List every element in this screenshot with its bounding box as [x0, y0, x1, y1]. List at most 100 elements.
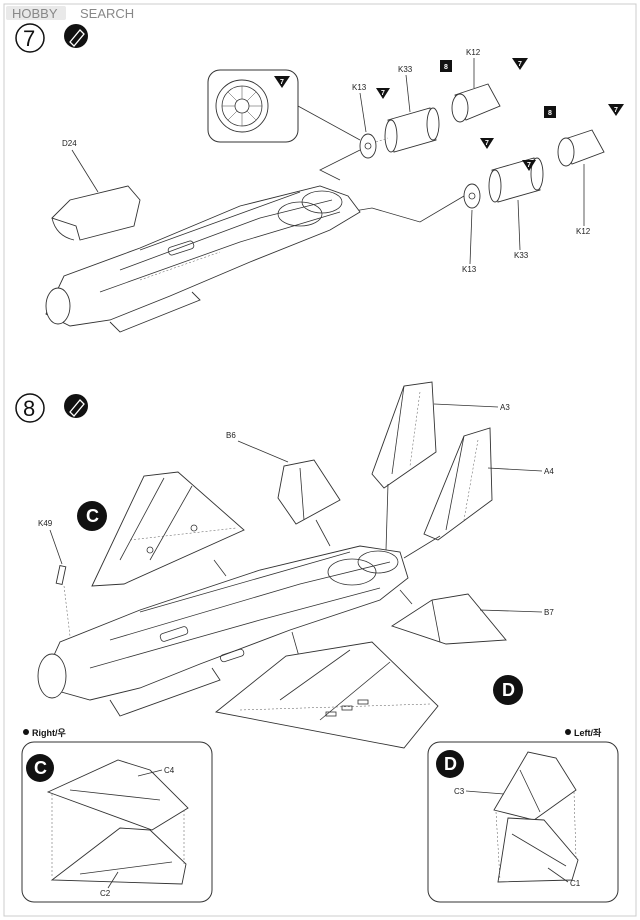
engine-bay-left	[277, 201, 323, 227]
part-c2	[50, 827, 187, 885]
right-wing-slot	[325, 711, 337, 717]
glue-icon-mark	[69, 29, 85, 47]
label-c1: C1	[570, 879, 581, 888]
label-k33-bottom: K33	[514, 251, 529, 260]
detail-left: Left/좌 D C3 C1	[427, 727, 619, 903]
label-c2: C2	[100, 889, 111, 898]
guide-line-top	[319, 149, 361, 181]
fuselage-vent	[159, 626, 189, 642]
fuselage-panel-line	[119, 199, 333, 271]
detail-guide	[495, 811, 501, 881]
part-c3	[493, 751, 577, 821]
left-wing-line	[119, 477, 165, 561]
fuselage-keel	[109, 291, 201, 333]
fuselage-nozzle-opening	[45, 287, 71, 325]
leader-k13-top	[359, 92, 367, 133]
fuselage-panel-line	[109, 561, 391, 641]
right-wing	[214, 641, 439, 749]
leader-c2	[107, 871, 119, 889]
fuselage-panel-line	[89, 587, 381, 669]
fuselage-panel-line	[139, 551, 351, 613]
label-a3: A3	[500, 403, 510, 412]
step-7-circle	[15, 23, 45, 53]
part-k13-top-hole	[364, 142, 372, 150]
detail-right-title-ko: 우	[58, 728, 66, 738]
fuselage-nozzle-opening	[37, 653, 67, 699]
detail-right-title-en: Right	[32, 728, 55, 738]
part-d24-curve	[51, 217, 75, 241]
watermark-text: SEARCH	[80, 6, 134, 21]
part-k13-bottom	[463, 183, 481, 209]
part-a4-dash	[463, 439, 479, 521]
step-8-circle	[15, 393, 45, 423]
label-k49: K49	[38, 519, 53, 528]
left-wing-dash	[129, 527, 237, 541]
color-badge	[440, 60, 452, 72]
color-badge-text: 8	[548, 110, 552, 117]
callout-d-text: D	[502, 680, 515, 700]
label-k12-top: K12	[466, 48, 481, 57]
engine-bay-right	[357, 550, 399, 574]
color-badge	[376, 88, 390, 99]
leader-a4	[487, 467, 543, 472]
right-wing-slot	[357, 699, 369, 705]
right-wing-line	[319, 661, 391, 721]
color-badge	[544, 106, 556, 118]
leader-k33-top	[405, 74, 411, 113]
leader-b7	[479, 609, 543, 613]
bullet	[565, 729, 571, 735]
k49-guide	[63, 585, 71, 637]
part-d24	[51, 185, 141, 241]
left-wing-hole	[190, 524, 198, 532]
step-7: 7 7 K13 K33 K12	[15, 23, 624, 333]
label-c4: C4	[164, 766, 175, 775]
guide-line	[399, 589, 413, 605]
guide-line	[403, 535, 441, 559]
part-k49	[55, 565, 67, 585]
guide-line-bottom	[347, 195, 465, 223]
watermark-logo-box	[6, 6, 66, 20]
color-badges-bottom: 8 7 7 7	[480, 104, 624, 171]
watermark: HOBBY SEARCH	[6, 6, 134, 21]
part-k12-bottom-mouth	[557, 137, 575, 167]
detail-left-title: Left/좌	[574, 727, 602, 738]
part-b6	[277, 459, 341, 525]
color-badge-text: 7	[518, 61, 522, 68]
color-badge	[608, 104, 624, 116]
color-badge-text: 8	[444, 64, 448, 71]
leader-a3	[433, 403, 499, 408]
detail-guide	[573, 791, 577, 859]
callout-d-step8	[493, 675, 523, 705]
part-c2-line	[79, 861, 173, 875]
leader-b6	[237, 440, 289, 463]
part-k13-bottom-hole	[468, 192, 476, 200]
rear-fuselage-step7	[45, 185, 361, 333]
part-k33-top-front	[384, 119, 398, 153]
engine-bay-right	[301, 190, 343, 214]
label-b7: B7	[544, 608, 554, 617]
label-d24: D24	[62, 139, 77, 148]
fuselage-body	[39, 545, 409, 701]
callout-c-detail-text: C	[34, 758, 47, 778]
nozzle-detail-blades	[222, 86, 262, 126]
label-k13-bottom: K13	[462, 265, 477, 274]
detail-right-title: Right/우	[32, 728, 66, 738]
callout-c-detail	[26, 754, 54, 782]
detail-left-title-ko: 좌	[593, 727, 602, 738]
label-k13-top: K13	[352, 83, 367, 92]
watermark-logo: HOBBY	[12, 6, 58, 21]
part-b7-line	[431, 599, 441, 643]
part-k33-top-back	[426, 107, 440, 141]
callout-c-step8	[77, 501, 107, 531]
color-badge	[512, 58, 528, 70]
part-b7	[390, 593, 507, 645]
callout-c-text: C	[86, 506, 99, 526]
label-k33-top: K33	[398, 65, 413, 74]
part-k12-top-mouth	[451, 93, 469, 123]
leader-k49	[49, 529, 63, 565]
part-a4-line	[445, 435, 465, 531]
paint-badge-7	[274, 76, 290, 88]
callout-d-detail	[436, 750, 464, 778]
label-b6: B6	[226, 431, 236, 440]
leader-c4	[137, 769, 163, 777]
